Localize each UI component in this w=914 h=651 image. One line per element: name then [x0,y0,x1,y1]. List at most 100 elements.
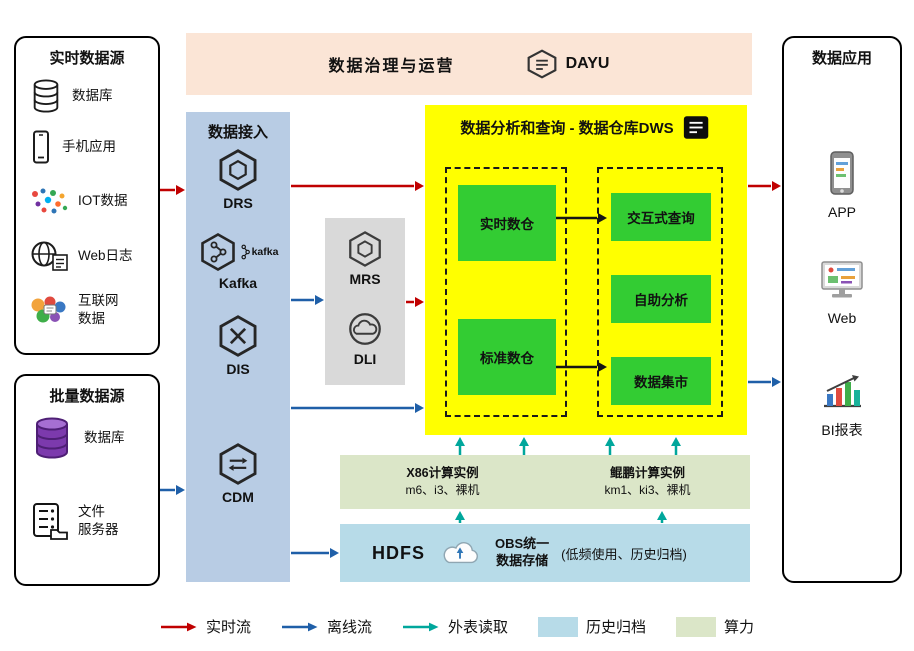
compute-cluster-x86: X86计算实例 m6、i3、裸机 [340,465,545,499]
internet-data-icon [31,296,66,323]
source-item-iot: IOT数据 [29,186,128,216]
file-server-icon [33,503,68,540]
arrow-dws-to-apps-offline [748,377,781,387]
legend-item-realtime-flow: 实时流 [160,616,251,637]
app-item-label: BI报表 [821,422,863,438]
service-drs: DRS [186,148,290,211]
arrow-batch-sources-to-ingestion [160,485,185,495]
governance-title: 数据治理与运营 [328,58,455,75]
service-label: MRS [349,271,381,287]
source-item-label: 文件 服务器 [78,504,119,537]
cdm-hexagon-icon [219,443,257,485]
realtime-sources-panel: 实时数据源 数据库 手机应用 [14,36,160,355]
dws-document-icon [683,116,708,139]
dayu-logo: DAYU [525,49,610,79]
processing-panel: MRS DLI [325,218,405,385]
service-label: Kafka [218,275,258,291]
legend: 实时流 离线流 外表读取 历史归档 算力 [0,616,914,637]
dayu-label: DAYU [565,55,610,72]
service-dli: DLI [325,310,405,367]
data-applications-title: 数据应用 [811,50,872,67]
arrow-cdm-to-hdfs [291,548,339,558]
dayu-hexagon-icon [527,49,556,79]
module-realtime-warehouse: 实时数仓 [458,185,556,261]
mrs-hexagon-icon [349,231,381,267]
app-phone-icon [830,151,854,195]
legend-item-external-read: 外表读取 [402,616,508,637]
legend-item-archive: 历史归档 [538,616,646,637]
module-self-service-analysis: 自助分析 [611,275,711,323]
app-item-label: APP [827,204,856,220]
legend-item-offline-flow: 离线流 [281,616,372,637]
cluster-spec: km1、ki3、裸机 [604,483,691,498]
database-icon [33,79,59,113]
module-label: 标准数仓 [480,351,534,366]
phone-icon [33,130,49,164]
cluster-spec: m6、i3、裸机 [405,483,480,498]
batch-sources-panel: 批量数据源 数据库 文件 服务器 [14,374,160,586]
batch-sources-title: 批量数据源 [49,388,125,405]
obs-storage-line1: OBS统一 [495,536,550,552]
app-item-app: APP [784,150,900,220]
legend-label: 外表读取 [447,619,508,636]
arrow-compute-to-dws-2 [519,437,529,455]
service-cdm: CDM [186,442,290,505]
offline-flow-arrow-icon [281,622,318,631]
source-item-internet-data: 互联网 数据 [29,292,119,327]
obs-storage-note: (低频使用、历史归档) [561,546,687,562]
database-purple-icon [36,417,68,459]
compute-cluster-kunpeng: 鲲鹏计算实例 km1、ki3、裸机 [545,465,750,499]
app-item-label: Web [827,310,857,326]
arrow-realtime-sources-to-ingestion [160,185,185,195]
arrow-ingestion-to-dws-offline [291,403,424,413]
service-label: DLI [353,351,377,367]
legend-label: 实时流 [205,619,251,636]
arrow-hdfs-to-compute-2 [657,511,667,523]
external-read-arrow-icon [402,622,439,631]
module-label: 自助分析 [634,293,688,308]
service-label: CDM [222,489,254,505]
arrow-compute-to-dws-4 [671,437,681,455]
dis-hexagon-icon [219,315,257,357]
legend-label: 算力 [724,619,755,636]
source-item-label: 互联网 数据 [78,293,119,326]
service-label: DIS [226,361,250,377]
legend-label: 历史归档 [586,619,647,636]
service-label: DRS [223,195,253,211]
data-ingestion-title: 数据接入 [207,124,268,141]
source-item-mobile-app: 手机应用 [29,130,116,164]
kafka-badge-label: kafka [251,246,279,258]
arrow-processing-to-dws [406,297,424,307]
realtime-flow-arrow-icon [160,622,197,631]
dli-cloud-icon [349,313,381,345]
iot-icon [32,188,68,214]
service-dis: DIS [186,314,290,377]
app-item-bi-report: BI报表 [784,372,900,440]
realtime-sources-title: 实时数据源 [49,50,125,67]
arrow-ingestion-to-dws-realtime [291,181,424,191]
module-label: 实时数仓 [480,217,534,232]
dws-panel: 数据分析和查询 - 数据仓库DWS 实时数仓 标准数仓 交互式查询 自助分析 [425,105,747,435]
data-applications-panel: 数据应用 APP W [782,36,902,583]
service-kafka: kafka Kafka [186,232,290,291]
web-log-globe-icon [31,241,68,271]
obs-cloud-icon [443,542,478,564]
kafka-icon-row: kafka [198,232,279,272]
legend-item-compute: 算力 [676,616,754,637]
arrow-compute-to-dws-1 [455,437,465,455]
cluster-title: 鲲鹏计算实例 [609,465,685,480]
arrow-compute-to-dws-3 [605,437,615,455]
source-item-label: 数据库 [84,430,125,446]
source-item-label: Web日志 [78,248,133,264]
bi-chart-icon [824,375,861,408]
module-label: 交互式查询 [627,211,695,226]
arrow-hdfs-to-compute-1 [455,511,465,523]
storage-panel: HDFS OBS统一 数据存储 (低频使用、历史归档) [340,524,750,582]
hdfs-label: HDFS [372,542,425,563]
source-item-file-server: 文件 服务器 [29,502,119,540]
kafka-badge: kafka [241,244,279,260]
module-interactive-query: 交互式查询 [611,193,711,241]
source-item-web-log: Web日志 [29,240,133,272]
compute-panel: X86计算实例 m6、i3、裸机 鲲鹏计算实例 km1、ki3、裸机 [340,455,750,509]
